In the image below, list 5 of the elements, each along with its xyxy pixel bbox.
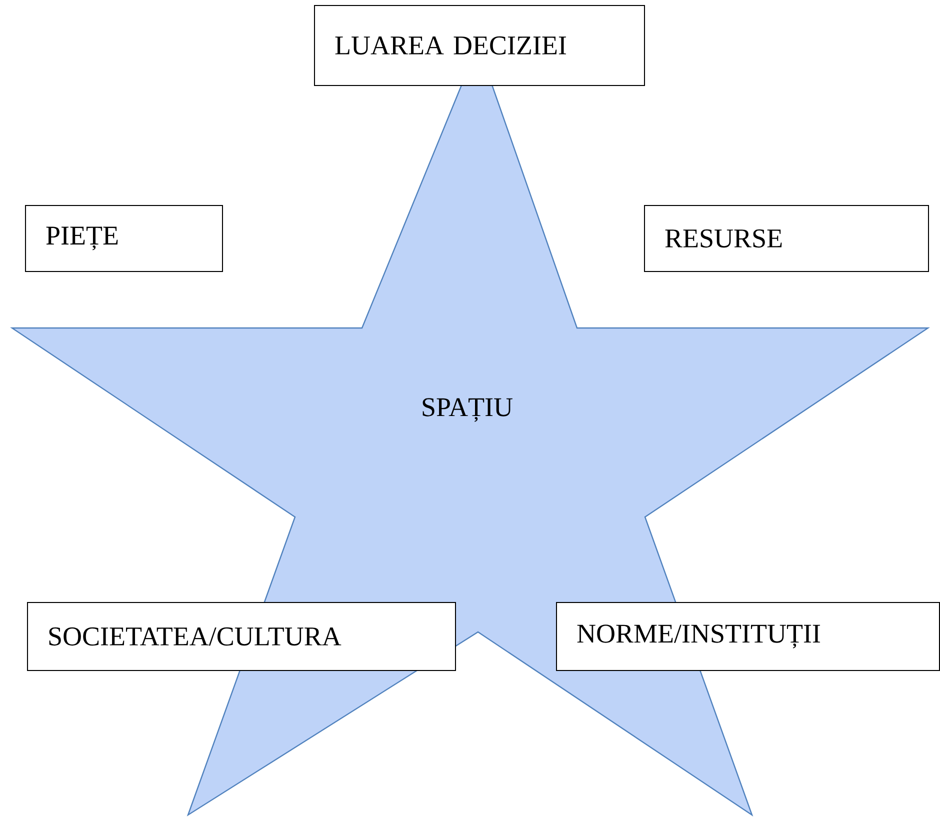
text-box: LUAREA DECIZIEI <box>314 5 645 86</box>
text-box: RESURSE <box>644 205 929 272</box>
text-box: NORME/INSTITUȚII <box>556 602 940 671</box>
text-box: PIEȚE <box>25 205 223 272</box>
text-box: SOCIETATEA/CULTURA <box>27 602 456 671</box>
